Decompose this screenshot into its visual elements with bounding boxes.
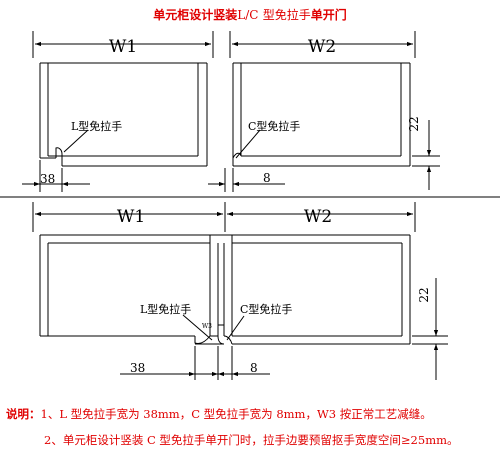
bottom-cabinet bbox=[39, 234, 411, 345]
bottom-dim-right: 8 bbox=[250, 361, 258, 375]
bottom-l-handle-label: L型免拉手 bbox=[140, 302, 191, 316]
top-dim-right: 8 bbox=[263, 171, 271, 185]
top-diagram bbox=[22, 31, 440, 192]
title-middle: 型免拉手 bbox=[262, 8, 311, 22]
note-text-2: 2、单元柜设计竖装 C 型免拉手单开门时，拉手边要预留抠手宽度空间≥25mm。 bbox=[44, 433, 459, 447]
bottom-w3-label: W3 bbox=[202, 323, 212, 330]
bottom-w2-label: W2 bbox=[304, 207, 332, 227]
top-w2-label: W2 bbox=[308, 37, 336, 57]
bottom-dim-vertical: 22 bbox=[417, 287, 431, 302]
title-prefix: 单元柜设计竖装 bbox=[153, 8, 238, 22]
note-line-1: 说明：1、L 型免拉手宽为 38mm，C 型免拉手宽为 8mm，W3 按正常工艺… bbox=[6, 406, 432, 422]
title-suffix: 单开门 bbox=[310, 8, 347, 22]
bottom-w1-label: W1 bbox=[117, 207, 145, 227]
page-title: 单元柜设计竖装L/C 型免拉手单开门 bbox=[0, 6, 500, 23]
top-dim-vertical: 22 bbox=[407, 116, 421, 131]
top-labels: W1 W2 L型免拉手 C型免拉手 38 8 22 bbox=[40, 37, 421, 186]
top-l-handle-label: L型免拉手 bbox=[71, 119, 122, 133]
note-line-2: 2、单元柜设计竖装 C 型免拉手单开门时，拉手边要预留抠手宽度空间≥25mm。 bbox=[44, 432, 459, 448]
bottom-diagram bbox=[32, 202, 448, 380]
bottom-dim-left: 38 bbox=[130, 361, 145, 375]
note-label: 说明： bbox=[6, 407, 41, 421]
note-text-1: 1、L 型免拉手宽为 38mm，C 型免拉手宽为 8mm，W3 按正常工艺减缝。 bbox=[40, 407, 432, 421]
top-left-cabinet bbox=[39, 62, 208, 167]
bottom-c-handle-label: C型免拉手 bbox=[240, 302, 292, 316]
top-right-cabinet bbox=[232, 62, 411, 167]
top-dim-left: 38 bbox=[40, 172, 55, 186]
top-w1-label: W1 bbox=[109, 37, 137, 57]
title-code: L/C bbox=[237, 8, 259, 22]
bottom-labels: W1 W2 L型免拉手 C型免拉手 W3 38 8 22 bbox=[117, 207, 431, 375]
top-c-handle-label: C型免拉手 bbox=[248, 119, 300, 133]
